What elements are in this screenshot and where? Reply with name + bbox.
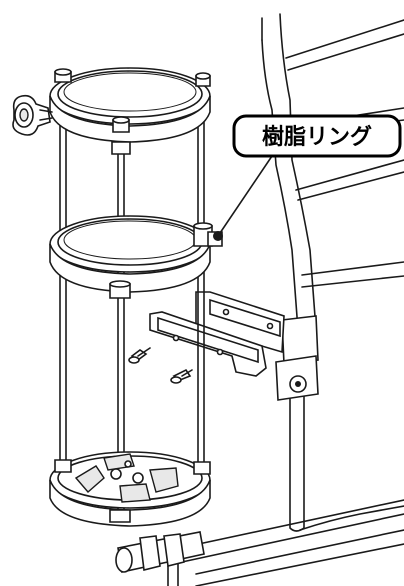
middle-ring: [49, 215, 223, 299]
frame-clamp: [275, 315, 319, 401]
callout-label: 樹脂リング: [262, 124, 372, 150]
top-ring: [49, 67, 211, 155]
bottom-ring: [49, 451, 211, 527]
adjustment-knob: [12, 94, 53, 136]
callout-leader: [213, 155, 273, 241]
threaded-rods: [59, 83, 205, 511]
bottom-fitting: [115, 531, 205, 586]
callout-dot: [213, 231, 223, 241]
callout-label-box: 樹脂リング: [232, 114, 402, 158]
mounting-bracket: [149, 291, 285, 377]
loose-screws: [128, 347, 193, 384]
